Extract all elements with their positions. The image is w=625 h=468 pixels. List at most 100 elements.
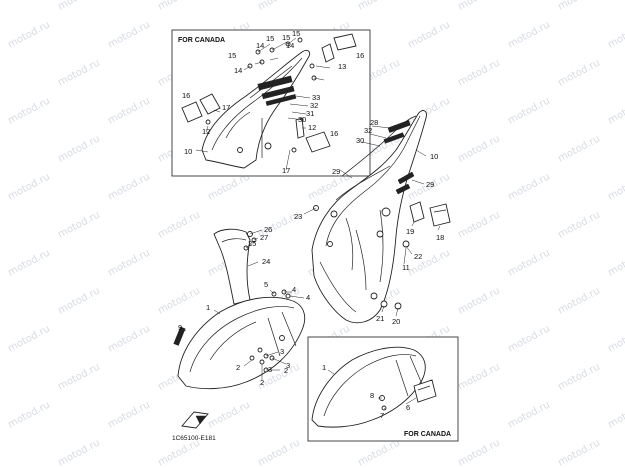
label-3a: 3 (280, 347, 284, 356)
watermark-text: motod.ru (606, 171, 625, 202)
watermark-text: motod.ru (556, 209, 602, 240)
watermark-text: motod.ru (106, 247, 152, 278)
label-14a: 14 (256, 41, 264, 50)
front-fender (173, 296, 306, 390)
label-6: 6 (406, 403, 410, 412)
watermark-text: motod.ru (606, 19, 625, 50)
watermark-text: motod.ru (156, 209, 202, 240)
bottom-inset-caption: FOR CANADA (404, 431, 451, 438)
watermark-text: motod.ru (106, 95, 152, 126)
label-27: 27 (260, 233, 268, 242)
watermark-text: motod.ru (256, 0, 302, 13)
watermark-text: motod.ru (6, 399, 52, 430)
watermark-text: motod.ru (256, 437, 302, 468)
watermark-text: motod.ru (556, 0, 602, 13)
label-5: 5 (264, 280, 268, 289)
label-16b: 16 (182, 91, 190, 100)
watermark-text: motod.ru (56, 133, 102, 164)
watermark-text: motod.ru (6, 19, 52, 50)
watermark-text: motod.ru (56, 0, 102, 13)
rear-reflector-parts (313, 201, 451, 310)
label-32: 32 (310, 101, 318, 110)
watermark-text: motod.ru (56, 57, 102, 88)
watermark-text: motod.ru (606, 399, 625, 430)
watermark-text: motod.ru (6, 171, 52, 202)
rear-leader-lines (303, 125, 441, 317)
label-13: 13 (338, 62, 346, 71)
watermark-text: motod.ru (456, 209, 502, 240)
label-9: 9 (178, 323, 182, 332)
diagram-code: 1C65100-E181 (172, 435, 216, 442)
label-31: 31 (306, 109, 314, 118)
watermark-text: motod.ru (506, 19, 552, 50)
top-inset-caption: FOR CANADA (178, 37, 225, 44)
label-19: 19 (406, 227, 414, 236)
watermark-text: motod.ru (106, 19, 152, 50)
watermark-text: motod.ru (56, 209, 102, 240)
label-32b: 32 (364, 126, 372, 135)
inset-front-fender (311, 346, 437, 428)
front-fender-labels: 1 5 4 4 9 3 3 3 2 2 2 (178, 280, 310, 387)
label-4b: 4 (306, 293, 310, 302)
flap-labels: 26 27 25 24 (248, 225, 272, 266)
watermark-text: motod.ru (56, 361, 102, 392)
inset-rear-fender (201, 49, 311, 169)
label-11: 11 (402, 263, 410, 272)
rear-fender-assembly (311, 110, 427, 324)
front-fender-bolts (177, 289, 305, 380)
top-inset-labels: 15 15 15 14 14 14 15 13 16 16 17 12 33 3… (182, 29, 364, 175)
watermark-text: motod.ru (106, 323, 152, 354)
label-1a: 1 (206, 303, 210, 312)
label-15a: 15 (266, 34, 274, 43)
label-21: 21 (376, 314, 384, 323)
label-4a: 4 (292, 285, 296, 294)
label-17b: 17 (282, 166, 290, 175)
watermark-text: motod.ru (6, 247, 52, 278)
label-16c: 16 (330, 129, 338, 138)
label-24: 24 (262, 257, 270, 266)
label-8: 8 (370, 391, 374, 400)
watermark-text: motod.ru (6, 95, 52, 126)
watermark-text: motod.ru (106, 399, 152, 430)
mud-flap-parts (213, 228, 263, 305)
label-17a: 17 (222, 103, 230, 112)
watermark-text: motod.ru (106, 171, 152, 202)
watermark-text: motod.ru (206, 399, 252, 430)
watermark-text: motod.ru (456, 133, 502, 164)
watermark-text: motod.ru (456, 437, 502, 468)
label-26: 26 (264, 225, 272, 234)
label-2c: 2 (260, 378, 264, 387)
watermark-text: motod.ru (506, 247, 552, 278)
watermark-text: motod.ru (356, 437, 402, 468)
label-10b: 10 (430, 152, 438, 161)
watermark-text: motod.ru (156, 285, 202, 316)
watermark-text: motod.ru (506, 323, 552, 354)
rear-labels: 28 32 30 10 29 29 23 19 18 22 11 21 20 (294, 118, 444, 326)
watermark-text: motod.ru (156, 0, 202, 13)
watermark-text: motod.ru (456, 0, 502, 13)
label-16a: 16 (356, 51, 364, 60)
watermark-text: motod.ru (556, 57, 602, 88)
watermark-text: motod.ru (556, 133, 602, 164)
watermark-text: motod.ru (56, 285, 102, 316)
label-2b: 2 (284, 366, 288, 375)
watermark-text: motod.ru (456, 285, 502, 316)
watermark-text: motod.ru (506, 171, 552, 202)
label-12a: 12 (202, 127, 210, 136)
label-3b: 3 (286, 361, 290, 370)
bottom-inset-labels: 1 8 7 6 (322, 363, 410, 420)
label-7: 7 (380, 411, 384, 420)
label-12b: 12 (308, 123, 316, 132)
label-23: 23 (294, 212, 302, 221)
label-1b: 1 (322, 363, 326, 372)
watermark-text: motod.ru (506, 399, 552, 430)
label-20: 20 (392, 317, 400, 326)
label-25: 25 (248, 239, 256, 248)
label-3c: 3 (268, 365, 272, 374)
label-18: 18 (436, 233, 444, 242)
label-29a: 29 (426, 180, 434, 189)
label-10a: 10 (184, 147, 192, 156)
label-15b: 15 (282, 33, 290, 42)
